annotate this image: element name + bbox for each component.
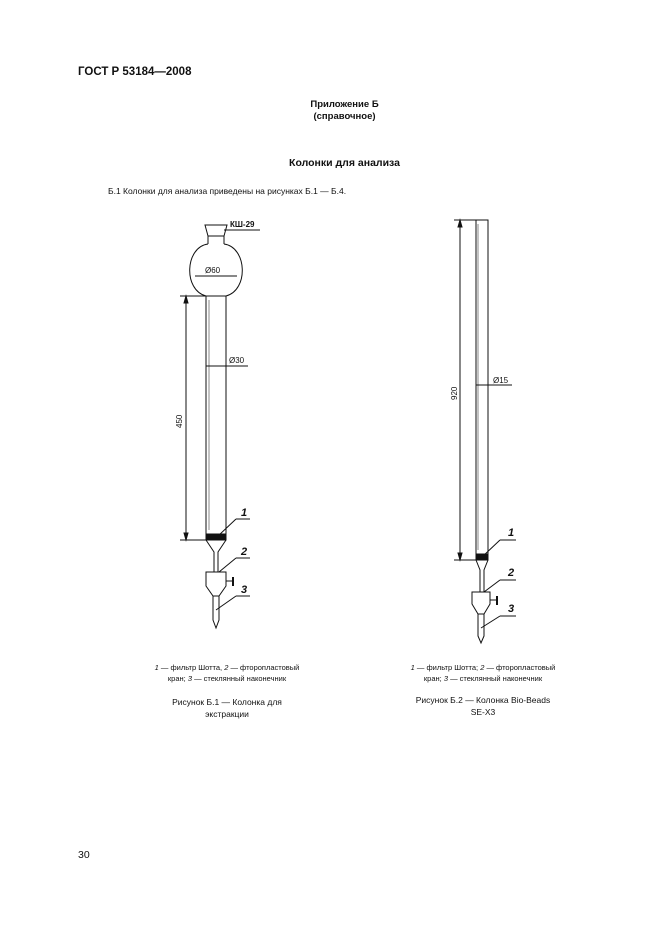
intro-paragraph: Б.1 Колонки для анализа приведены на рис… [108, 186, 347, 196]
figure2-length-label: 920 [450, 386, 459, 400]
annex-heading: Приложение Б (справочное) [0, 99, 661, 123]
figure1-legend-num-1: 1 [154, 663, 159, 672]
figure2-legend-text-4: — стеклянный наконечник [447, 674, 543, 683]
figure2-stopcock [471, 591, 491, 615]
figure2-tube-diameter: Ø15 [493, 376, 509, 385]
figure1-callout-2: 2 [240, 546, 247, 558]
figure1-stopcock [205, 571, 227, 597]
figure1-legend-text-3: кран; [167, 674, 188, 683]
figure1-tip [212, 596, 220, 630]
figure1-tube-diameter: Ø30 [229, 356, 245, 365]
figure2-callout-3: 3 [508, 603, 514, 615]
figure2-legend-text-2: — фторопластовый [484, 663, 556, 672]
figure1-bulb-diameter: Ø60 [205, 266, 221, 275]
figure1-joint-label: КШ-29 [230, 220, 255, 229]
figure2-callout-1: 1 [508, 527, 514, 539]
figure2-caption-line1: Рисунок Б.2 — Колонка Bio-Beads [415, 695, 551, 705]
figure2-drawing: Ø15 920 1 2 3 [450, 218, 516, 645]
section-title: Колонки для анализа [289, 157, 400, 169]
figure1-legend-num-2: 2 [224, 663, 229, 672]
figure1-filter [205, 533, 227, 541]
figure2-legend-text-3: кран; [423, 674, 444, 683]
figure2-legend-num-1: 1 [410, 663, 415, 672]
figure2-caption: Рисунок Б.2 — Колонка Bio-Beads SE-X3 [378, 694, 588, 718]
annex-type: (справочное) [313, 111, 376, 122]
figure2-legend-text-1: — фильтр Шотта; [414, 663, 481, 672]
figure1-legend-text-4: — стеклянный наконечник [191, 674, 287, 683]
figure2-legend-num-2: 2 [480, 663, 485, 672]
figure1-legend-text-1: — фильтр Шотта, [158, 663, 225, 672]
annex-title: Приложение Б [310, 99, 379, 110]
figure1-caption-line1: Рисунок Б.1 — Колонка для [172, 697, 282, 707]
figure1-drawing: КШ-29 Ø60 Ø30 450 1 2 3 [175, 220, 260, 630]
page-number: 30 [78, 849, 90, 861]
figure1-caption-line2: экстракции [205, 709, 249, 719]
standard-number: ГОСТ Р 53184—2008 [78, 66, 192, 78]
figure1-legend-num-3: 3 [187, 674, 192, 683]
figure2-callout-2: 2 [507, 567, 514, 579]
figure1-length-label: 450 [175, 414, 184, 428]
figure1-legend-text-2: — фторопластовый [228, 663, 300, 672]
figure2-caption-line2: SE-X3 [470, 707, 496, 717]
figure2-tip [477, 614, 485, 645]
figure2-legend: 1 — фильтр Шотта; 2 — фторопластовый кра… [378, 662, 588, 684]
figure1-joint [204, 224, 228, 237]
figure1-bulb [189, 243, 243, 297]
figure1-callout-1: 1 [241, 507, 247, 519]
figure1-caption: Рисунок Б.1 — Колонка для экстракции [112, 696, 342, 720]
figure2-legend-num-3: 3 [443, 674, 448, 683]
figure1-callout-3: 3 [241, 584, 247, 596]
figure1-legend: 1 — фильтр Шотта, 2 — фторопластовый кра… [112, 662, 342, 684]
